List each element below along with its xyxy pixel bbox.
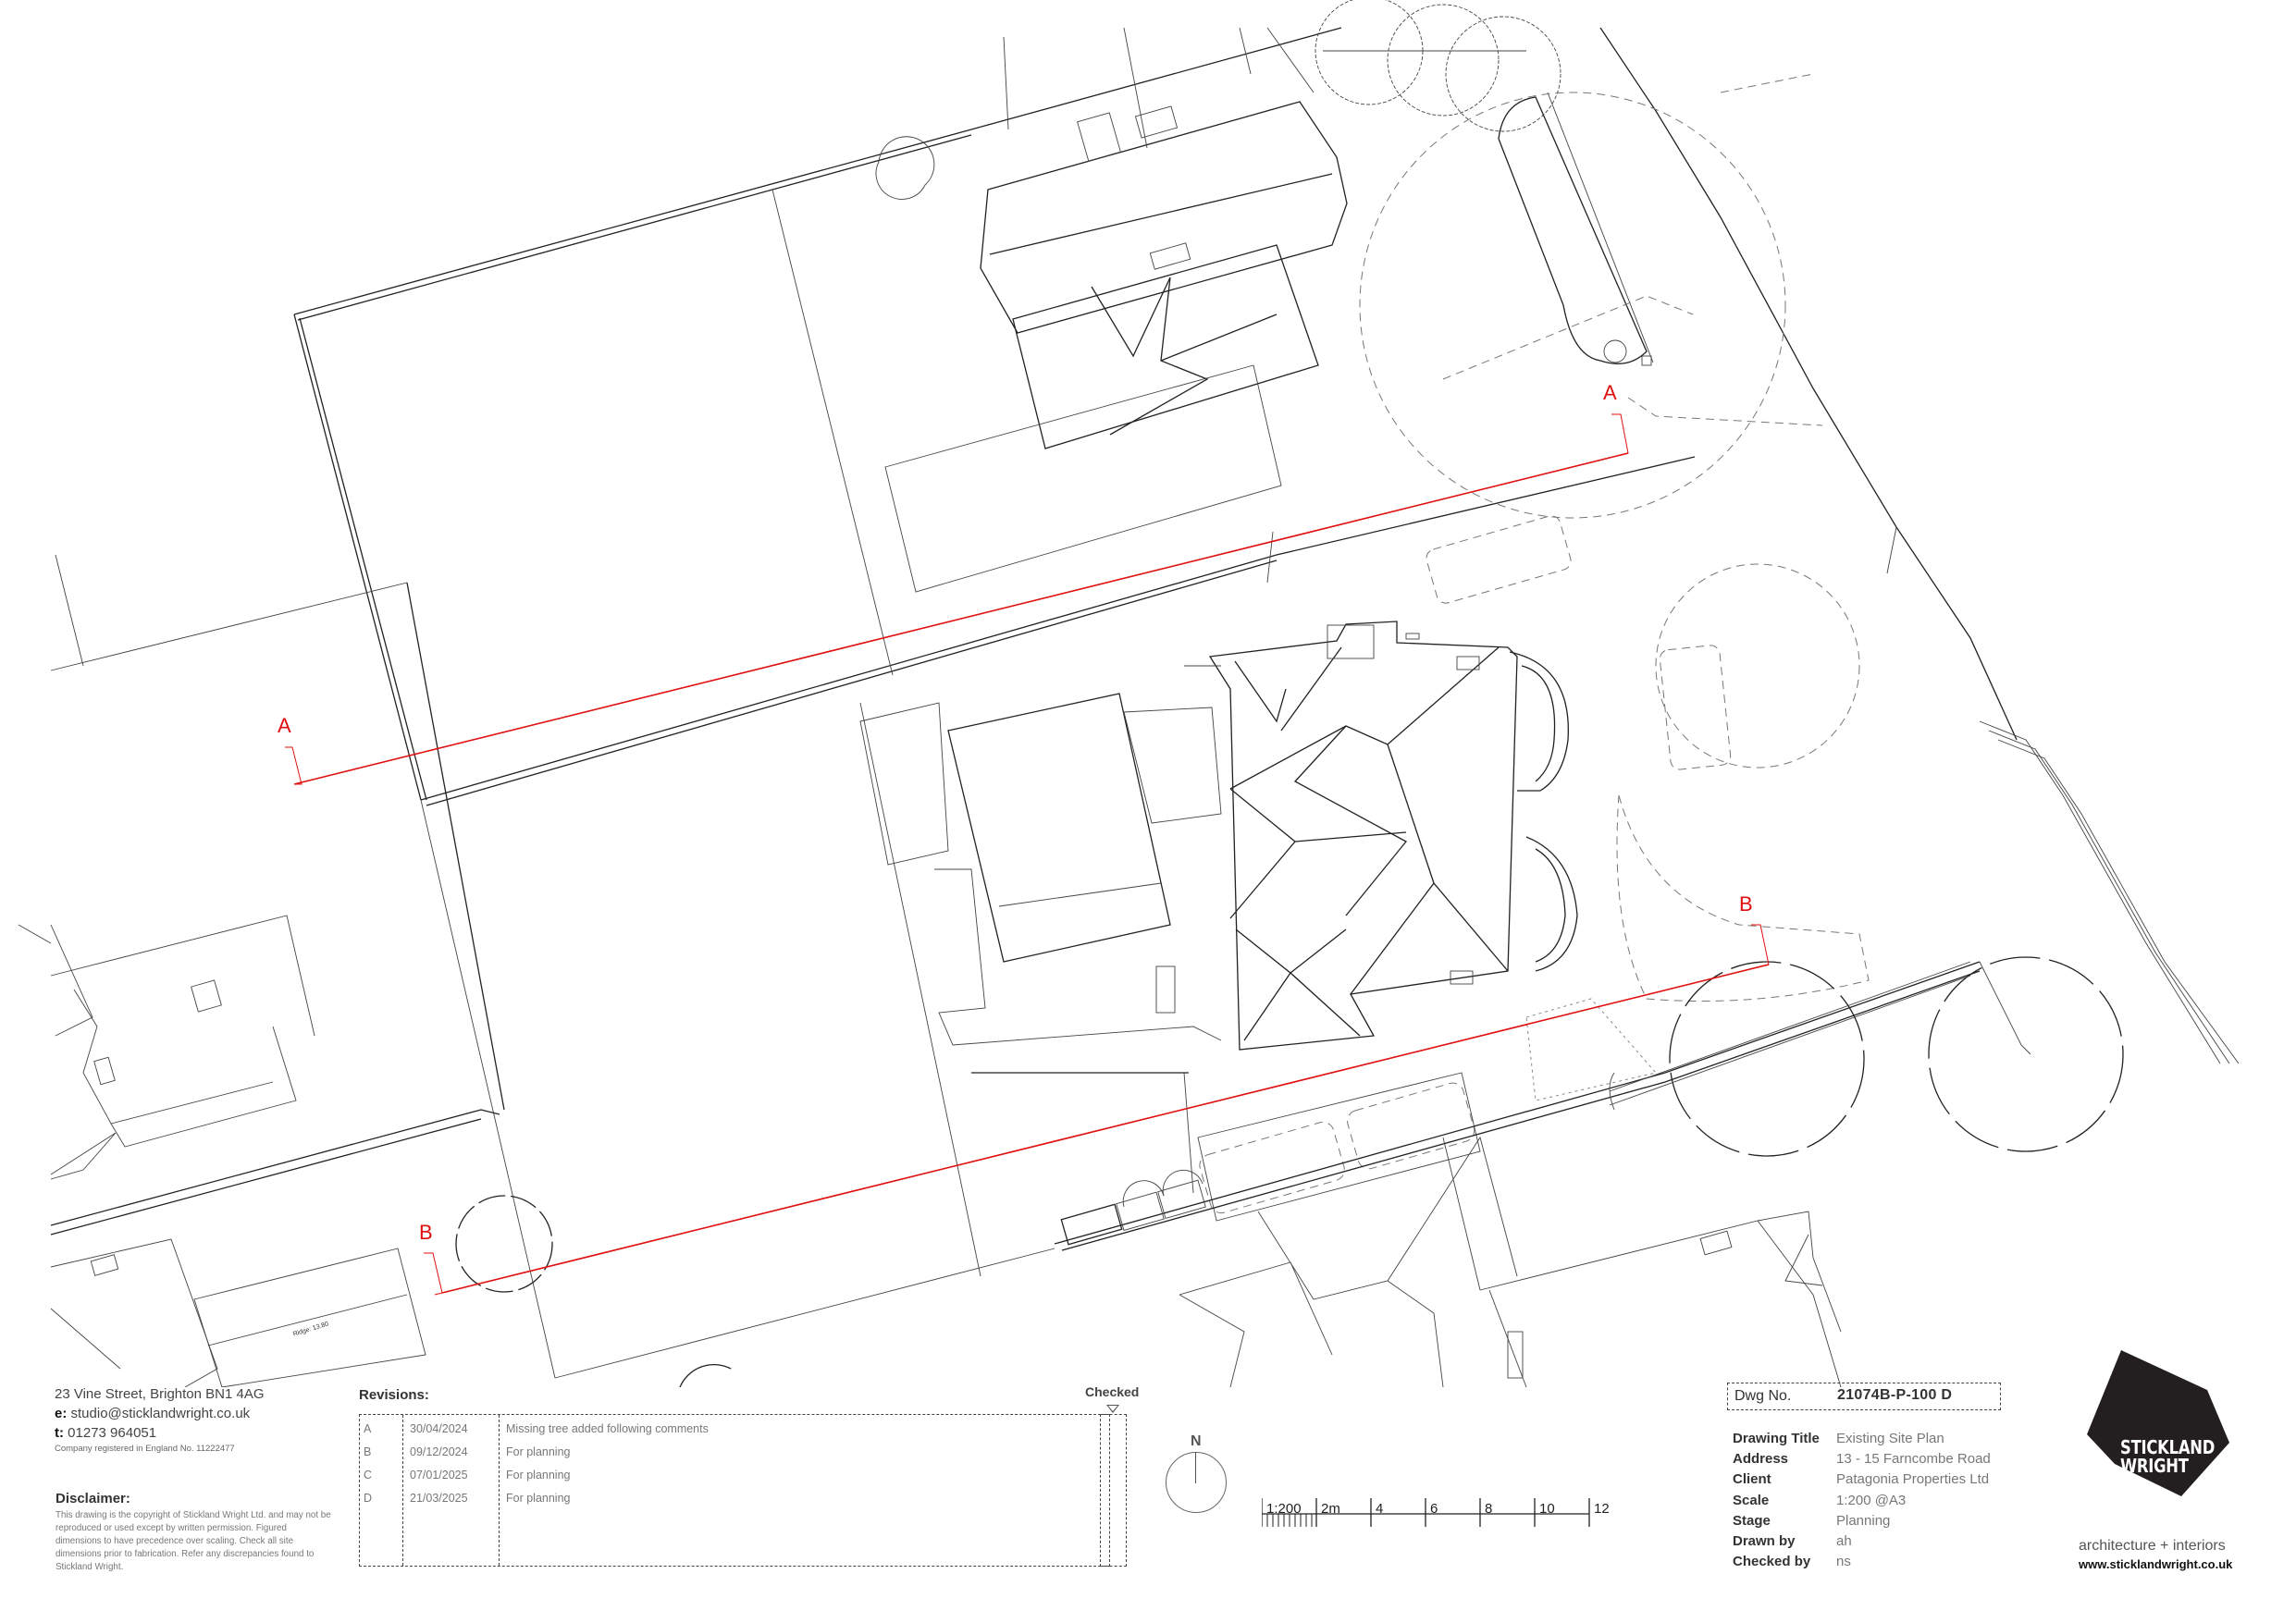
company-registration: Company registered in England No. 112224… (55, 1444, 235, 1454)
field-value: 13 - 15 Farncombe Road (1836, 1451, 1991, 1468)
drawing-number-box: Dwg No. 21074B-P-100 D (1727, 1383, 2001, 1410)
revisions-table: A 30/04/2024 Missing tree added followin… (359, 1414, 1110, 1567)
field-key: Scale (1733, 1492, 1770, 1508)
field-drawing-title: Drawing Title Existing Site Plan (1733, 1429, 1991, 1449)
logo-line-2: WRIGHT (2120, 1455, 2189, 1477)
neighbour-houses-west (18, 554, 505, 1387)
tree-canopy-dashed (1359, 73, 1860, 768)
scale-tick-label: 12 (1594, 1501, 1610, 1517)
revision-date: 07/01/2025 (410, 1469, 468, 1482)
logo-line-1: STICKLAND (2120, 1436, 2216, 1458)
scale-tick-label: 10 (1539, 1501, 1555, 1517)
drawing-number: 21074B-P-100 D (1837, 1387, 1953, 1403)
revisions-col-divider (402, 1415, 403, 1566)
logo-wordmark: STICKLAND WRIGHT (2120, 1438, 2215, 1475)
neighbour-houses-south (1179, 1136, 1842, 1387)
stickland-wright-logo-icon (2087, 1350, 2229, 1496)
revision-description: For planning (506, 1445, 571, 1458)
revision-letter: A (364, 1422, 372, 1435)
road-edge (1599, 27, 2240, 1064)
revision-letter: B (364, 1445, 372, 1458)
neighbour-house-north (884, 27, 1348, 593)
field-value: Planning (1836, 1512, 1891, 1529)
north-arrow-icon (1166, 1452, 1227, 1513)
main-building (1184, 621, 1578, 1051)
north-label: N (1191, 1433, 1202, 1449)
revisions-title: Revisions: (359, 1387, 429, 1403)
studio-email[interactable]: studio@sticklandwright.co.uk (70, 1406, 251, 1421)
field-client: Client Patagonia Properties Ltd (1733, 1469, 1991, 1490)
revision-date: 09/12/2024 (410, 1445, 468, 1458)
field-key: Checked by (1733, 1554, 1811, 1570)
field-value: 1:200 @A3 (1836, 1492, 1907, 1508)
scale-tick-label: 6 (1430, 1501, 1438, 1517)
checked-column (1100, 1414, 1127, 1567)
disclaimer-title: Disclaimer: (56, 1491, 130, 1506)
bin-store (1060, 1169, 1206, 1246)
field-address: Address 13 - 15 Farncombe Road (1733, 1449, 1991, 1469)
drawing-number-label: Dwg No. (1734, 1388, 1792, 1404)
revision-letter: C (364, 1469, 373, 1482)
parking-bays (1197, 515, 1870, 1222)
brand-tagline: architecture + interiors (2079, 1538, 2226, 1554)
checked-triangle-icon (1106, 1405, 1119, 1413)
studio-phone: 01273 964051 (68, 1425, 157, 1441)
field-checked-by: Checked by ns (1733, 1552, 1991, 1572)
scale-tick-label: 8 (1485, 1501, 1493, 1517)
field-stage: Stage Planning (1733, 1511, 1991, 1531)
scale-bar-graphic (1261, 1498, 1590, 1527)
site-plan-drawing (18, 0, 2240, 1387)
field-drawn-by: Drawn by ah (1733, 1531, 1991, 1552)
field-key: Drawn by (1733, 1533, 1796, 1550)
checked-column-label: Checked (1085, 1384, 1140, 1399)
section-lines (285, 413, 1770, 1296)
studio-address: 23 Vine Street, Brighton BN1 4AG (55, 1386, 265, 1402)
revision-description: For planning (506, 1469, 571, 1482)
driveway (1498, 92, 1654, 366)
field-value: Existing Site Plan (1836, 1431, 1944, 1446)
north-pointer (1195, 1452, 1196, 1483)
title-block-fields: Drawing Title Existing Site Plan Address 1… (1733, 1429, 1991, 1572)
revision-date: 30/04/2024 (410, 1422, 468, 1435)
revisions-col-divider (499, 1415, 500, 1566)
revision-date: 21/03/2025 (410, 1492, 468, 1505)
section-marker-b-left: B (419, 1221, 433, 1244)
section-marker-b-right: B (1739, 892, 1753, 916)
field-value: Patagonia Properties Ltd (1836, 1471, 1990, 1488)
field-value: ns (1836, 1554, 1851, 1570)
section-marker-a-left: A (278, 714, 291, 737)
field-key: Client (1733, 1471, 1771, 1488)
revision-description: Missing tree added following comments (506, 1422, 709, 1435)
upper-plot-boundary (293, 27, 1696, 806)
scale-tick-label: 4 (1376, 1501, 1384, 1517)
outbuilding (859, 693, 1222, 1046)
disclaimer-body: This drawing is the copyright of Stickla… (56, 1510, 331, 1572)
field-scale: Scale 1:200 @A3 (1733, 1491, 1991, 1511)
revision-description: For planning (506, 1492, 571, 1505)
phone-prefix: t: (55, 1425, 64, 1441)
lower-plot-boundary (420, 702, 1981, 1379)
brand-website-link[interactable]: www.sticklandwright.co.uk (2079, 1557, 2233, 1571)
revision-letter: D (364, 1492, 373, 1505)
field-key: Address (1733, 1451, 1789, 1468)
field-key: Drawing Title (1733, 1431, 1820, 1446)
section-marker-a-right: A (1603, 381, 1617, 404)
field-key: Stage (1733, 1512, 1771, 1529)
scale-ratio-label: 1:200 (1266, 1501, 1302, 1517)
field-value: ah (1836, 1533, 1852, 1550)
scale-tick-label: 2m (1321, 1501, 1340, 1517)
scale-bar: 1:200 2m 4 6 8 10 12 (1261, 1498, 1613, 1535)
email-prefix: e: (55, 1406, 68, 1421)
trees-notched (455, 136, 2124, 1387)
tree-cluster-north (1315, 0, 1562, 132)
contact-block: 23 Vine Street, Brighton BN1 4AG e: stud… (55, 1384, 265, 1456)
